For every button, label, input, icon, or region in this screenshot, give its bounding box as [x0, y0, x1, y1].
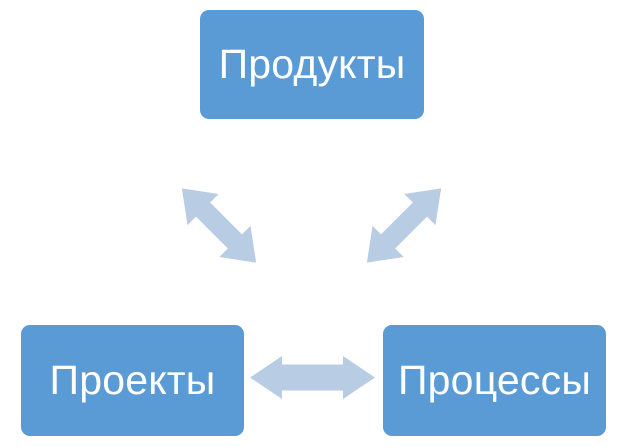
node-processes[interactable]: Процессы — [383, 325, 606, 436]
node-products-label: Продукты — [218, 41, 406, 87]
node-projects[interactable]: Проекты — [21, 325, 244, 436]
node-projects-label: Проекты — [49, 357, 216, 403]
arrow-projects-processes[interactable] — [250, 356, 375, 399]
node-products[interactable]: Продукты — [200, 10, 424, 119]
node-processes-label: Процессы — [398, 357, 591, 403]
arrow-products-processes[interactable] — [351, 173, 456, 278]
arrow-products-projects[interactable] — [166, 173, 271, 278]
